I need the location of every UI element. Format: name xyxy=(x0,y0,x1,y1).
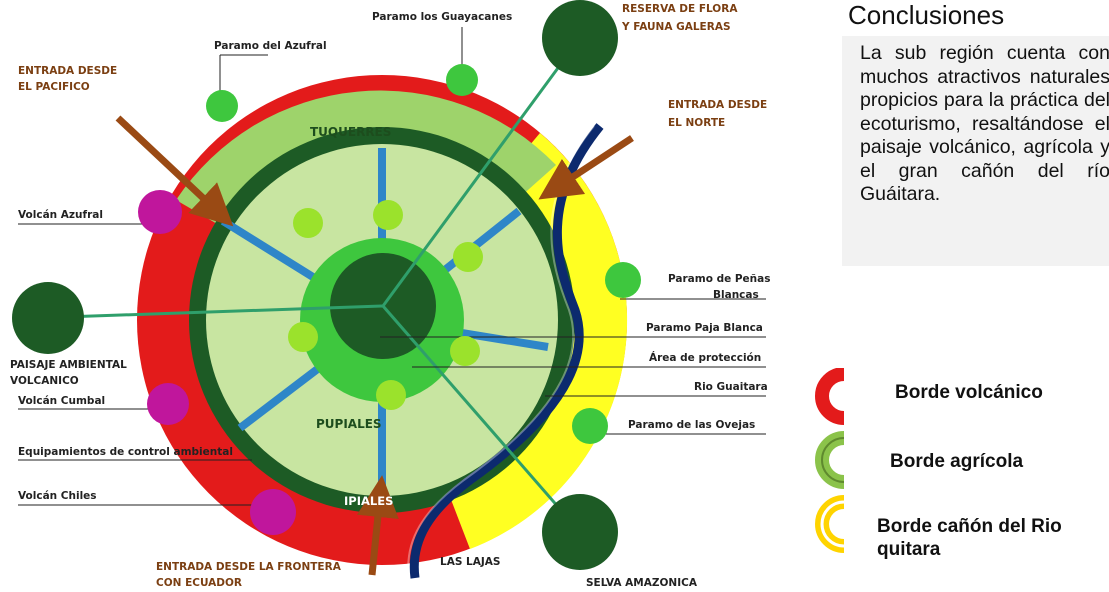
selva-amazonica-node xyxy=(542,494,618,570)
equipment-nodes xyxy=(288,200,483,410)
rio-guaitara-river-highlight xyxy=(407,125,595,579)
label-entrada-pacifico-2: EL PACIFICO xyxy=(18,81,90,93)
label-entrada-frontera-1: ENTRADA DESDE LA FRONTERA xyxy=(156,561,342,573)
reserva-galeras-node xyxy=(542,0,618,76)
label-las-lajas: LAS LAJAS xyxy=(440,556,500,568)
paisaje-volcanico-node xyxy=(12,282,84,354)
conclusion-text: La sub región cuenta con muchos atractiv… xyxy=(860,42,1109,205)
regional-diagram: Paramo los Guayacanes RESERVA DE FLORA Y… xyxy=(10,0,771,589)
label-paramo-penas-2: Blancas xyxy=(713,289,759,301)
volcan-chiles-node xyxy=(250,489,296,535)
label-tuquerres: TUQUERRES xyxy=(310,125,391,139)
label-paramo-azufral: Paramo del Azufral xyxy=(214,40,327,52)
connector-lines xyxy=(63,37,582,533)
paramo-azufral-node xyxy=(206,90,238,122)
conclusion-box: La sub región cuenta con muchos atractiv… xyxy=(842,36,1109,266)
arrow-entrada-norte xyxy=(538,135,634,200)
label-paisaje-2: VOLCANICO xyxy=(10,375,79,387)
label-ipiales: IPIALES xyxy=(344,494,393,508)
label-entrada-norte-2: EL NORTE xyxy=(668,117,725,129)
paramo-guayacanes-node xyxy=(446,64,478,96)
paramo-penas-node xyxy=(605,262,641,298)
label-volcan-chiles: Volcán Chiles xyxy=(18,490,97,502)
label-rio-guaitara: Rio Guaitara xyxy=(694,381,768,393)
legend-agricultural-inner xyxy=(821,437,845,483)
label-paramo-penas-1: Paramo de Peñas xyxy=(668,273,771,285)
entry-arrows xyxy=(115,115,634,576)
legend-agricultural-swatch xyxy=(815,431,845,489)
label-selva: SELVA AMAZONICA xyxy=(586,577,698,589)
label-paramo-ovejas: Paramo de las Ovejas xyxy=(628,419,755,431)
legend-volcanic-swatch xyxy=(815,368,845,425)
label-paramo-paja: Paramo Paja Blanca xyxy=(646,322,763,334)
legend-agricultural-label: Borde agrícola xyxy=(890,451,1024,472)
label-volcan-azufral: Volcán Azufral xyxy=(18,209,103,221)
label-reserva-1: RESERVA DE FLORA xyxy=(622,3,738,15)
label-paramo-guayacanes: Paramo los Guayacanes xyxy=(372,11,512,23)
volcano-nodes xyxy=(138,190,296,535)
label-entrada-frontera-2: CON ECUADOR xyxy=(156,577,242,589)
legend-canyon-label: Borde cañón del Rio quitara xyxy=(877,516,1062,560)
volcan-cumbal-node xyxy=(147,383,189,425)
label-entrada-norte-1: ENTRADA DESDE xyxy=(668,99,767,111)
label-paisaje-1: PAISAJE AMBIENTAL xyxy=(10,359,127,371)
paramo-ovejas-node xyxy=(572,408,608,444)
label-entrada-pacifico-1: ENTRADA DESDE xyxy=(18,65,117,77)
legend-swatches xyxy=(815,368,845,553)
arrow-entrada-pacifico xyxy=(115,115,234,227)
legend-volcanic-label: Borde volcánico xyxy=(895,382,1043,403)
label-equipamientos: Equipamientos de control ambiental xyxy=(18,446,233,458)
conclusion-title: Conclusiones xyxy=(848,0,1005,30)
arrow-entrada-frontera xyxy=(356,475,399,576)
legend-canyon-inner xyxy=(820,500,845,548)
label-volcan-cumbal: Volcán Cumbal xyxy=(18,395,105,407)
volcan-azufral-node xyxy=(138,190,182,234)
label-pupiales: PUPIALES xyxy=(316,417,382,431)
paramo-nodes xyxy=(206,64,641,444)
legend-canyon-swatch xyxy=(815,495,845,553)
label-area-proteccion: Área de protección xyxy=(649,351,761,364)
label-reserva-2: Y FAUNA GALERAS xyxy=(621,21,731,33)
rio-guaitara-river xyxy=(409,123,604,579)
